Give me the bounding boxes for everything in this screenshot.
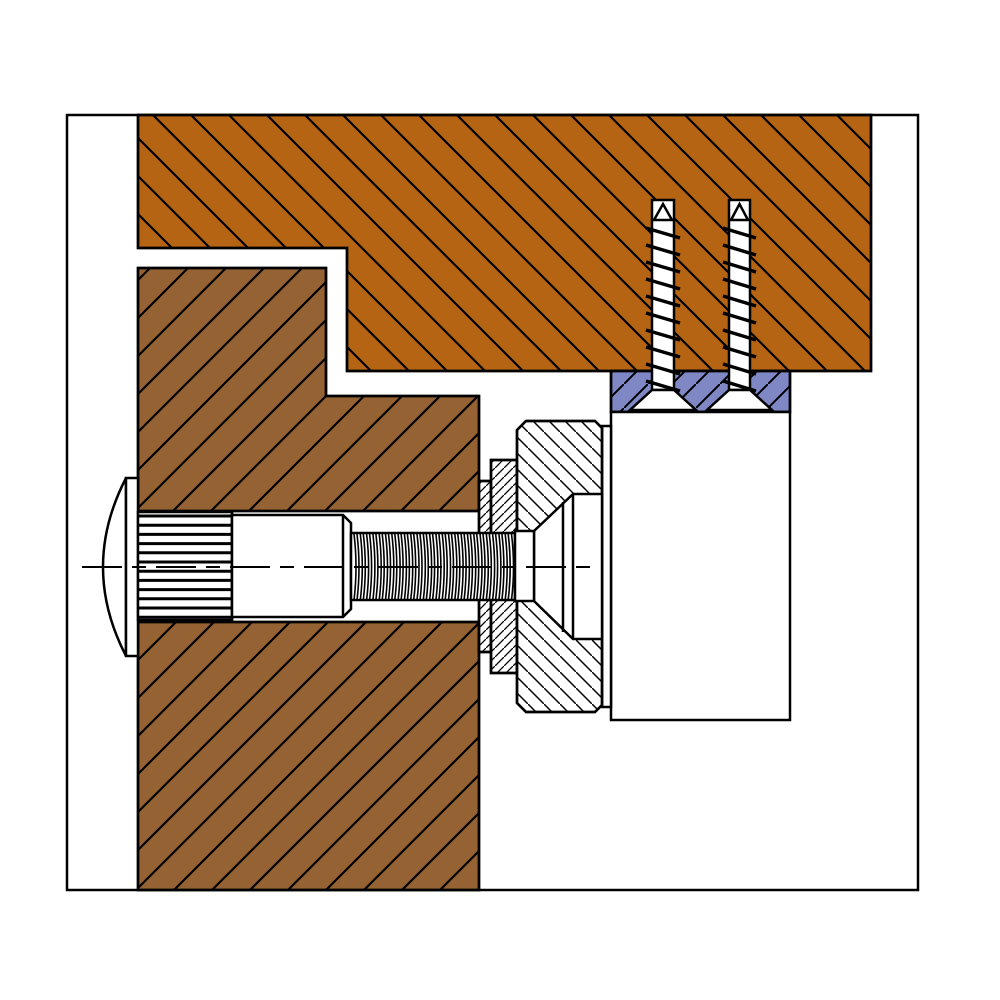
thread-turn — [416, 533, 423, 601]
wood-screw-right — [703, 198, 776, 412]
thread-turn — [441, 533, 448, 601]
plate — [600, 424, 613, 709]
mount-box — [609, 410, 792, 722]
thread-turn — [491, 533, 499, 601]
top-beam — [136, 113, 873, 373]
thread-turn — [372, 533, 379, 601]
wood-screw-left — [626, 198, 700, 412]
lower-block — [136, 266, 481, 892]
thread-turn — [365, 533, 373, 601]
